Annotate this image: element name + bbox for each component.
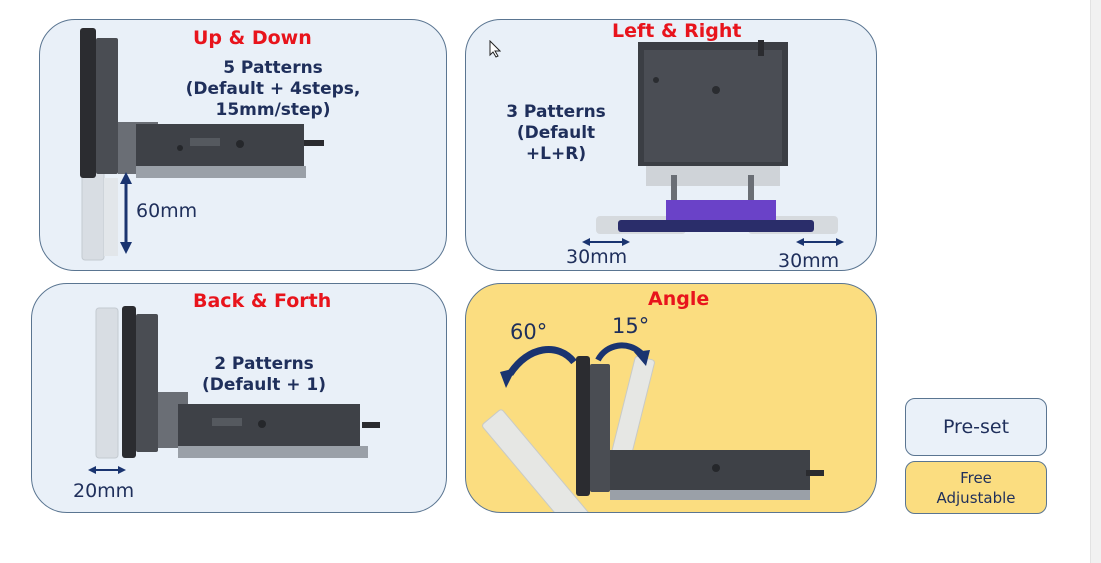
back-forth-patterns: 2 Patterns (Default + 1) [189,354,339,396]
angle-down-label: 15° [612,314,650,338]
angle-up-label: 60° [510,320,548,344]
up-down-patterns-line3: 15mm/step) [215,100,331,120]
left-right-patterns: 3 Patterns (Default +L+R) [486,102,626,165]
angle-title: Angle [648,288,710,310]
up-down-patterns-line1: 5 Patterns [223,58,323,78]
panel-angle: Angle 60° 15° [465,283,877,513]
up-down-title: Up & Down [193,27,312,49]
left-right-patterns-line3: +L+R) [525,144,587,164]
left-right-patterns-line1: 3 Patterns [506,102,606,122]
up-down-measure: 60mm [136,200,198,222]
legend-free-adjustable: Free Adjustable [905,461,1047,514]
left-right-measure-left: 30mm [566,246,628,268]
legend-preset: Pre-set [905,398,1047,456]
angle-illustration [482,342,824,512]
back-forth-patterns-line2: (Default + 1) [201,375,326,395]
left-right-illustration [582,40,844,246]
up-down-illustration [80,28,324,261]
panel-up-down: Up & Down 5 Patterns (Default + 4steps, … [39,19,447,271]
back-forth-measure: 20mm [73,480,135,502]
panel-left-right: Left & Right 3 Patterns (Default +L+R) 3… [465,19,877,271]
mouse-cursor-icon [489,40,501,58]
left-right-patterns-line2: (Default [516,123,596,143]
back-forth-patterns-line1: 2 Patterns [214,354,314,374]
left-right-measure-right: 30mm [778,250,840,271]
back-forth-illustration [88,306,380,474]
up-down-patterns: 5 Patterns (Default + 4steps, 15mm/step) [178,58,368,121]
back-forth-title: Back & Forth [193,290,332,312]
up-down-patterns-line2: (Default + 4steps, [185,79,361,99]
scrollbar-track[interactable] [1090,0,1101,563]
panel-back-forth: Back & Forth 2 Patterns (Default + 1) 20… [31,283,447,513]
left-right-title: Left & Right [612,20,742,42]
